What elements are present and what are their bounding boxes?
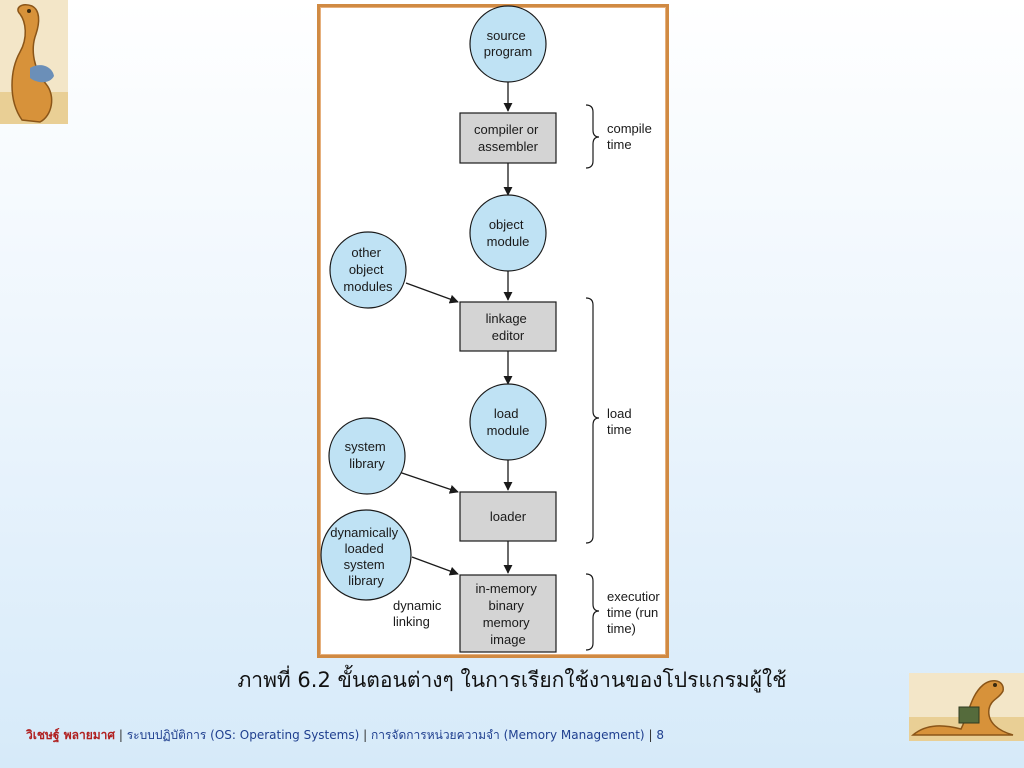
source-program-node [469, 5, 547, 83]
loader-label: loader [490, 509, 527, 524]
load-module-node [469, 383, 547, 461]
system-library-label: system library [345, 439, 390, 471]
object-module-node [469, 194, 547, 272]
dynamically-loaded-system-library-node [320, 509, 412, 601]
figure-caption: ภาพที่ 6.2 ขั้นตอนต่างๆ ในการเรียกใช้งาน… [237, 668, 787, 692]
dynamic-linking-label: dynamic linking [393, 598, 445, 629]
execution-time-brace [585, 573, 600, 651]
source-program-label: source program [484, 28, 532, 59]
memory-image-label: in-memory binary memory image [475, 581, 540, 647]
other-object-modules-node [329, 231, 407, 309]
load-module-label: load module [487, 406, 530, 438]
compiler-or-assembler-node [459, 112, 557, 164]
footer-topic: การจัดการหน่วยความจำ (Memory Management) [370, 728, 645, 742]
system-library-node [328, 417, 406, 495]
dinosaur-mascot-image-top [0, 0, 68, 124]
load-time-brace [585, 297, 600, 544]
compiler-label: compiler or assembler [474, 122, 542, 154]
arrow-dynamic-library-to-memory-image [411, 556, 459, 576]
dinosaur-mascot-image-bottom [909, 673, 1024, 741]
footer-course: ระบบปฏิบัติการ (OS: Operating Systems) [126, 728, 360, 742]
footer-separator: | [648, 728, 653, 742]
compile-time-brace [585, 104, 600, 169]
arrow-other-modules-to-linkage [405, 282, 459, 304]
other-object-modules-label: other object modules [343, 245, 393, 294]
footer-separator: | [118, 728, 123, 742]
linkage-editor-label: linkage editor [486, 311, 531, 343]
loader-node [459, 491, 557, 542]
footer-page-number: 8 [656, 728, 664, 742]
compile-time-label: compile time [607, 121, 655, 152]
slide-footer: วิเชษฐ์ พลายมาศ | ระบบปฏิบัติการ (OS: Op… [26, 726, 664, 745]
footer-author: วิเชษฐ์ พลายมาศ [26, 728, 115, 742]
object-module-label: object module [487, 217, 530, 249]
arrow-system-library-to-loader [398, 471, 459, 494]
linkage-editor-node [459, 301, 557, 352]
in-memory-binary-memory-image-node [459, 574, 557, 653]
dynamically-loaded-system-library-label: dynamically loaded system library [330, 525, 402, 588]
load-time-label: load time [607, 406, 635, 437]
execution-time-label: executior time (run time) [607, 589, 663, 636]
footer-separator: | [363, 728, 368, 742]
